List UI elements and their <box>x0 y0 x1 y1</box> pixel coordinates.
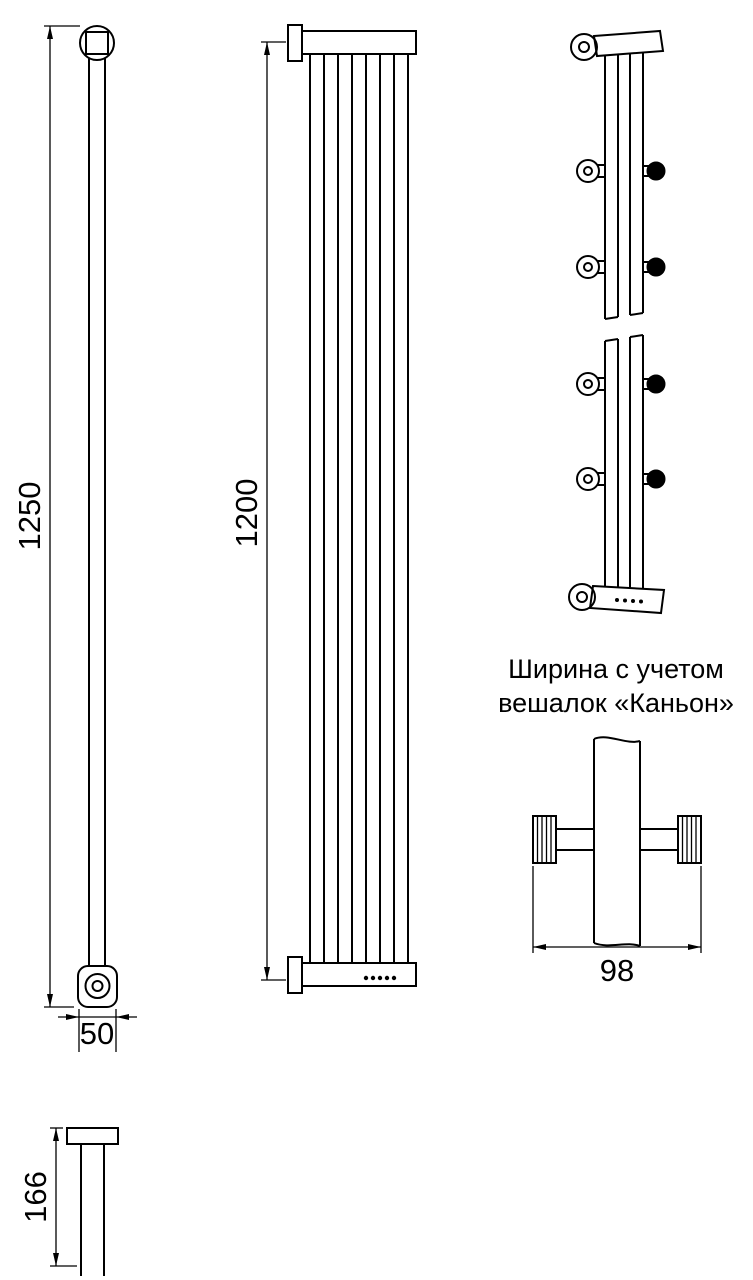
right-hanger-cap <box>677 815 702 864</box>
bracket-detail-figure <box>66 1127 119 1276</box>
detail-view-figure <box>568 29 666 615</box>
front-view-figure <box>287 24 417 994</box>
left-hanger-stem <box>555 828 595 851</box>
bracket-height-dimension <box>50 1127 77 1267</box>
detail-bottom-dots <box>615 598 643 604</box>
detail-bottom-flange-pin <box>576 591 588 603</box>
wall-mount-square <box>85 31 109 55</box>
hanger-cap-hatching <box>536 816 697 863</box>
tube-lines <box>309 54 409 963</box>
top-cap <box>301 30 417 55</box>
side-view-width-dimension <box>58 1009 137 1052</box>
bottom-bracket-pin <box>91 980 104 992</box>
front-view-height-dimension <box>261 41 286 981</box>
hanger-knob-row-3 <box>576 372 666 396</box>
cross-section-width-dimension <box>532 866 702 953</box>
height-166-label: 166 <box>18 1171 53 1223</box>
bracket-cap <box>66 1127 119 1145</box>
hanger-knob-row-2 <box>576 255 666 279</box>
bottom-bracket <box>77 965 118 1008</box>
detail-top-flange <box>570 33 598 61</box>
height-1200-label: 1200 <box>229 479 264 548</box>
bottom-side-tab <box>287 956 303 994</box>
bottom-cap-dots <box>363 975 397 981</box>
side-rail-tube <box>88 58 106 966</box>
wall-mount-circle <box>79 25 115 61</box>
detail-bottom-flange <box>568 583 596 611</box>
caption-line1: Ширина с учетом <box>508 654 724 684</box>
hanger-knob-row-4 <box>576 467 666 491</box>
detail-tubes-lower <box>604 334 644 589</box>
detail-top-bar <box>592 29 665 58</box>
height-1250-label: 1250 <box>12 482 47 551</box>
cross-section-tube <box>593 736 641 947</box>
cross-section-figure <box>532 736 702 947</box>
detail-top-flange-pin <box>578 41 590 53</box>
caption-line2: вешалок «Каньон» <box>498 688 734 718</box>
width-50-label: 50 <box>80 1016 114 1051</box>
bottom-bracket-ring <box>84 973 111 999</box>
bottom-cap <box>301 962 417 987</box>
top-side-tab <box>287 24 303 62</box>
bracket-tube <box>80 1144 105 1276</box>
detail-bottom-bar <box>588 584 666 615</box>
side-view-figure <box>77 25 118 1008</box>
detail-tubes-upper <box>604 52 644 320</box>
width-98-label: 98 <box>600 953 634 988</box>
right-hanger-stem <box>639 828 679 851</box>
hanger-knob-row-1 <box>576 159 666 183</box>
side-view-height-dimension <box>44 25 80 1008</box>
left-hanger-cap <box>532 815 557 864</box>
